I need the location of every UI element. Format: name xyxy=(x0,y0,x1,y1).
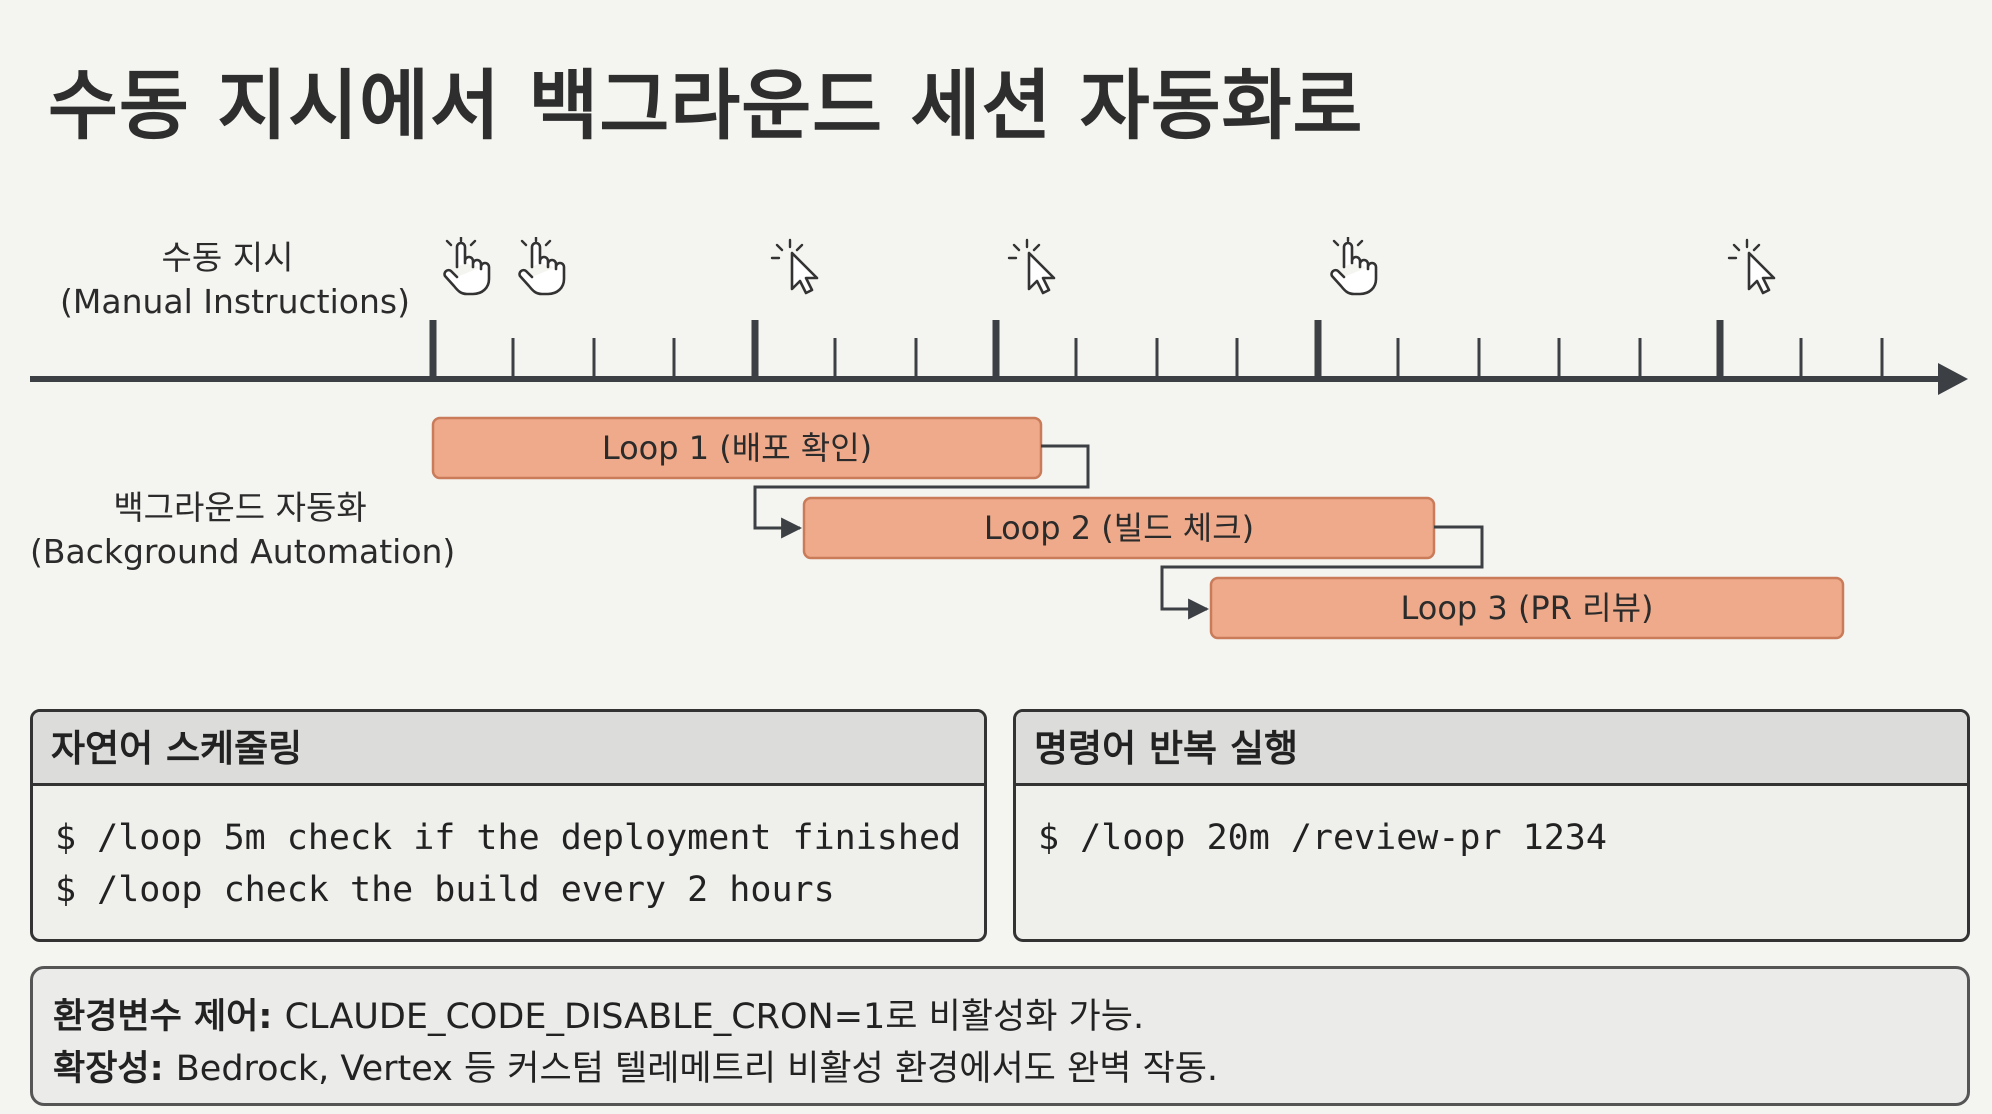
click-cursor-icon xyxy=(1007,238,1056,295)
loop-3-bar xyxy=(1209,576,1845,640)
notes-box: 환경변수 제어: CLAUDE_CODE_DISABLE_CRON=1로 비활성… xyxy=(30,966,1970,1106)
hand-pointer-icon xyxy=(443,237,491,296)
code-line: $ /loop check the build every 2 hours xyxy=(55,870,835,910)
click-cursor-icon xyxy=(1727,238,1776,295)
note-separator: : xyxy=(149,1049,176,1089)
loop-1-bar xyxy=(431,416,1043,480)
note-env-control: 환경변수 제어: CLAUDE_CODE_DISABLE_CRON=1로 비활성… xyxy=(53,991,1967,1043)
background-lane-label: 백그라운드 자동화 (Background Automation) xyxy=(30,486,456,574)
timeline-diagram: Loop 1 (배포 확인) Loop 2 (빌드 체크) Loop 3 (PR… xyxy=(30,237,1968,640)
note-key: 환경변수 제어 xyxy=(53,997,259,1037)
hand-pointer-icon xyxy=(1330,237,1378,296)
note-extensibility: 확장성: Bedrock, Vertex 등 커스텀 텔레메트리 비활성 환경에… xyxy=(53,1043,1967,1095)
command-repeat-panel-title: 명령어 반복 실행 xyxy=(1016,712,1967,786)
click-cursor-icon xyxy=(770,238,819,295)
natural-language-panel: 자연어 스케줄링 $ /loop 5m check if the deploym… xyxy=(30,709,987,942)
manual-lane-label-en: (Manual Instructions) xyxy=(60,282,410,321)
manual-lane-label: 수동 지시 (Manual Instructions) xyxy=(60,236,410,324)
background-lane-label-en: (Background Automation) xyxy=(30,532,456,571)
hand-pointer-icon xyxy=(518,237,566,296)
code-line: $ /loop 5m check if the deployment finis… xyxy=(55,818,962,858)
loop-1-handoff-arrow xyxy=(753,444,1090,539)
note-text: CLAUDE_CODE_DISABLE_CRON=1로 비활성화 가능. xyxy=(284,997,1145,1037)
command-repeat-code: $ /loop 20m /review-pr 1234 xyxy=(1016,786,1967,864)
loop-2-handoff-arrow xyxy=(1160,525,1484,620)
natural-language-code: $ /loop 5m check if the deployment finis… xyxy=(33,786,984,916)
note-separator: : xyxy=(258,997,285,1037)
natural-language-panel-title: 자연어 스케줄링 xyxy=(33,712,984,786)
timeline-ticks xyxy=(429,320,1884,379)
loop-1-label: Loop 1 (배포 확인) xyxy=(602,429,872,467)
command-repeat-panel: 명령어 반복 실행 $ /loop 20m /review-pr 1234 xyxy=(1013,709,1970,942)
code-line: $ /loop 20m /review-pr 1234 xyxy=(1038,818,1607,858)
manual-lane-label-ko: 수동 지시 xyxy=(161,238,294,277)
loop-3-label: Loop 3 (PR 리뷰) xyxy=(1401,589,1654,627)
note-key: 확장성 xyxy=(53,1049,150,1089)
loop-2-label: Loop 2 (빌드 체크) xyxy=(984,509,1254,547)
background-lane-label-ko: 백그라운드 자동화 xyxy=(113,488,367,527)
page-title: 수동 지시에서 백그라운드 세션 자동화로 xyxy=(48,61,1364,150)
note-text: Bedrock, Vertex 등 커스텀 텔레메트리 비활성 환경에서도 완벽… xyxy=(175,1049,1219,1089)
timeline-arrowhead xyxy=(1938,363,1968,395)
